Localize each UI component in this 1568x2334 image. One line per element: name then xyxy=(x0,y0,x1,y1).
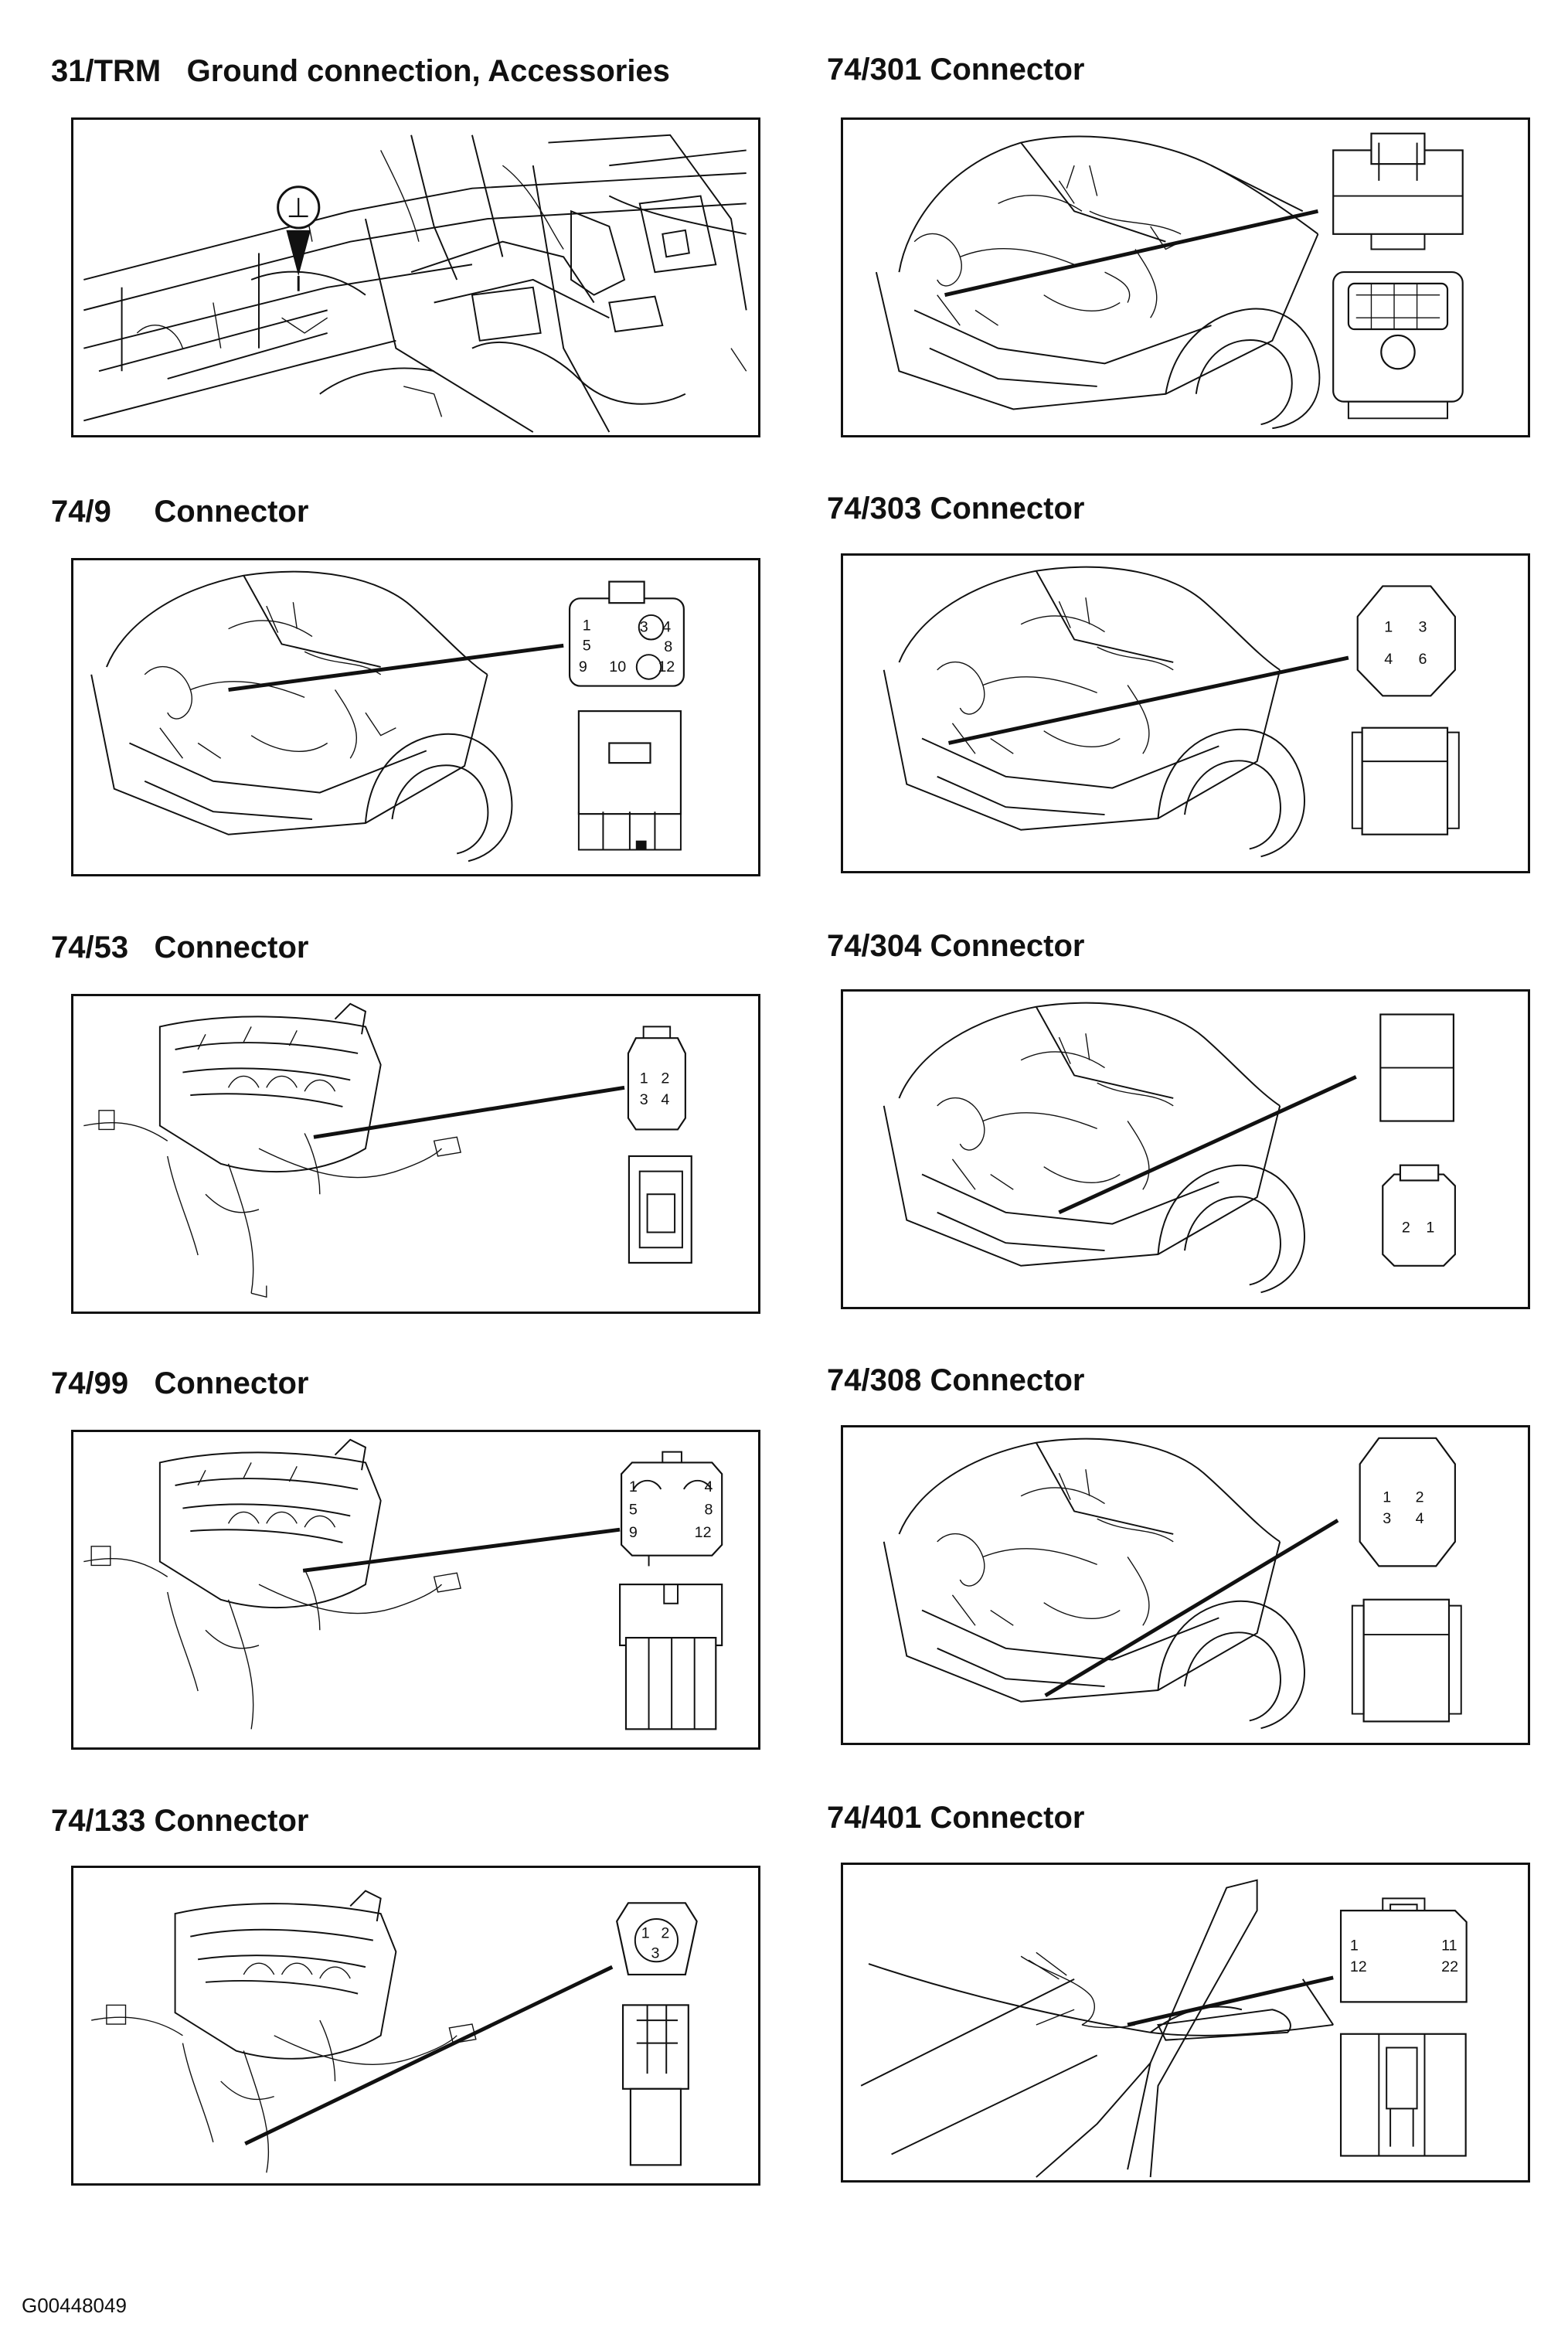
svg-text:12: 12 xyxy=(695,1524,712,1541)
svg-text:2: 2 xyxy=(1402,1219,1410,1236)
svg-text:22: 22 xyxy=(1441,1958,1458,1975)
connector-74-303-face: 1 3 4 6 xyxy=(1356,585,1456,697)
title-74-401: 74/401 Connector xyxy=(827,1801,1085,1835)
leader-line xyxy=(244,1965,614,2145)
svg-text:2: 2 xyxy=(1416,1489,1424,1506)
svg-text:1: 1 xyxy=(1384,619,1393,636)
title-74-304: 74/304 Connector xyxy=(827,929,1085,963)
car-front-illustration xyxy=(883,566,1305,858)
svg-text:8: 8 xyxy=(705,1501,713,1518)
leader-line xyxy=(1058,1075,1357,1215)
svg-text:1: 1 xyxy=(629,1478,638,1495)
connector-74-304-side xyxy=(1379,1013,1454,1122)
engine-bay-illustration: ⊥ xyxy=(83,134,747,433)
ground-symbol-marker: ⊥ xyxy=(277,185,321,291)
leader-line xyxy=(228,643,564,692)
panel-74-53: 1 2 3 4 xyxy=(71,994,760,1314)
connector-74-9-face: 1 3 4 5 8 9 10 12 xyxy=(568,580,685,687)
svg-text:2: 2 xyxy=(661,1070,669,1087)
svg-text:4: 4 xyxy=(1416,1510,1424,1527)
svg-text:⊥: ⊥ xyxy=(287,192,311,224)
panel-74-9: 1 3 4 5 8 9 10 12 xyxy=(71,558,760,876)
leader-line xyxy=(1044,1519,1339,1698)
car-front-illustration xyxy=(875,135,1321,430)
svg-text:4: 4 xyxy=(662,619,671,636)
title-74-303: 74/303 Connector xyxy=(827,492,1085,526)
svg-text:1: 1 xyxy=(641,1925,650,1942)
panel-74-303: 1 3 4 6 xyxy=(841,553,1530,873)
svg-text:12: 12 xyxy=(658,658,675,675)
svg-text:1: 1 xyxy=(1426,1219,1434,1236)
svg-text:11: 11 xyxy=(1441,1937,1457,1954)
door-mirror-illustration xyxy=(860,1879,1335,2178)
connector-74-99-side xyxy=(619,1584,723,1730)
connector-74-53-face: 1 2 3 4 xyxy=(627,1026,686,1131)
connector-74-304-face: 2 1 xyxy=(1382,1164,1456,1267)
svg-text:4: 4 xyxy=(661,1091,669,1108)
svg-text:6: 6 xyxy=(1419,651,1427,668)
connector-74-133-face: 1 2 3 xyxy=(616,1902,698,1976)
leader-line xyxy=(302,1527,621,1573)
connector-74-53-side xyxy=(628,1155,692,1264)
connector-74-303-side xyxy=(1351,726,1460,835)
engine-harness-illustration xyxy=(83,1438,461,1730)
title-74-301: 74/301 Connector xyxy=(827,53,1085,87)
svg-text:8: 8 xyxy=(664,638,672,655)
svg-text:3: 3 xyxy=(1419,619,1427,636)
panel-74-401: 1 11 12 22 xyxy=(841,1863,1530,2183)
panel-74-304: 2 1 xyxy=(841,989,1530,1309)
svg-text:10: 10 xyxy=(609,658,626,675)
connector-74-301-face xyxy=(1332,271,1464,420)
svg-text:5: 5 xyxy=(583,637,591,654)
svg-text:1: 1 xyxy=(1383,1489,1391,1506)
svg-text:3: 3 xyxy=(651,1944,660,1961)
panel-ground-connection: ⊥ xyxy=(71,117,760,437)
connector-74-301-side xyxy=(1332,132,1464,250)
car-front-illustration xyxy=(883,1002,1305,1294)
svg-text:2: 2 xyxy=(661,1925,669,1942)
svg-text:1: 1 xyxy=(640,1070,648,1087)
connector-74-308-side xyxy=(1351,1598,1462,1723)
title-74-133: 74/133 Connector xyxy=(51,1804,309,1838)
panel-74-301 xyxy=(841,117,1530,437)
svg-text:3: 3 xyxy=(640,1091,648,1108)
car-front-illustration xyxy=(90,570,513,862)
svg-text:1: 1 xyxy=(583,618,591,635)
leader-line xyxy=(1127,1975,1334,2027)
svg-text:3: 3 xyxy=(640,619,648,636)
svg-text:3: 3 xyxy=(1383,1510,1391,1527)
connector-74-133-side xyxy=(621,2004,689,2166)
svg-text:12: 12 xyxy=(1350,1958,1367,1975)
leader-line xyxy=(944,209,1319,298)
engine-harness-illustration xyxy=(91,1890,477,2173)
svg-text:4: 4 xyxy=(705,1478,713,1495)
leader-line xyxy=(313,1085,625,1139)
svg-text:5: 5 xyxy=(629,1501,638,1518)
title-74-9: 74/9 Connector xyxy=(51,495,309,529)
panel-74-99: 1 4 5 8 9 12 xyxy=(71,1430,760,1750)
car-front-illustration xyxy=(883,1437,1305,1730)
svg-text:9: 9 xyxy=(579,658,587,675)
title-74-99: 74/99 Connector xyxy=(51,1366,309,1400)
connector-74-308-face: 1 2 3 4 xyxy=(1359,1437,1456,1567)
connector-74-401-side xyxy=(1339,2033,1467,2157)
panel-74-133: 1 2 3 xyxy=(71,1866,760,2186)
connector-74-9-side xyxy=(577,710,682,851)
connector-74-401-face: 1 11 12 22 xyxy=(1339,1897,1468,2003)
title-31-trm: 31/TRM Ground connection, Accessories xyxy=(51,54,670,88)
title-74-53: 74/53 Connector xyxy=(51,931,309,965)
leader-line xyxy=(947,655,1349,745)
svg-text:1: 1 xyxy=(1350,1937,1359,1954)
figure-code: G00448049 xyxy=(22,2294,127,2317)
title-74-308: 74/308 Connector xyxy=(827,1363,1085,1397)
svg-text:4: 4 xyxy=(1384,651,1393,668)
engine-harness-illustration xyxy=(83,1002,461,1298)
connector-74-99-face: 1 4 5 8 9 12 xyxy=(621,1451,723,1567)
panel-74-308: 1 2 3 4 xyxy=(841,1425,1530,1745)
svg-text:9: 9 xyxy=(629,1524,638,1541)
